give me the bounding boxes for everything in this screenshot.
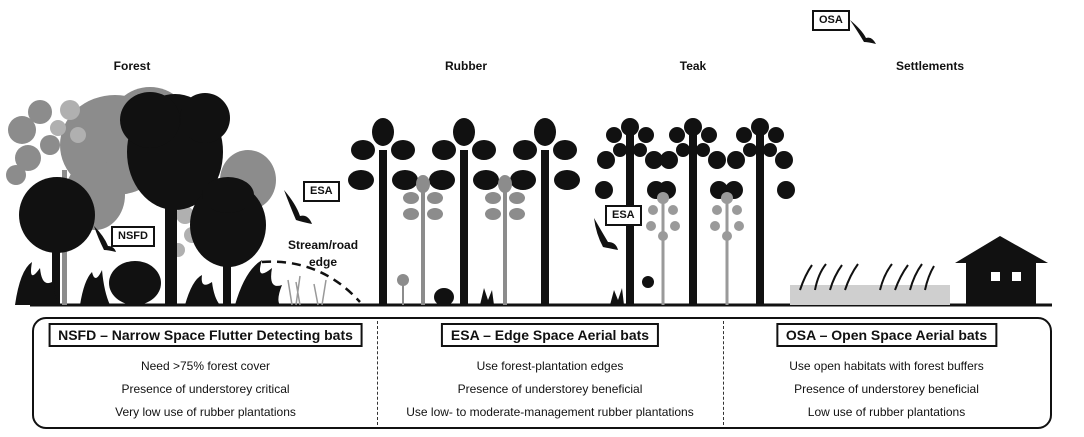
bat-nsfd-icon [94,226,116,252]
column-divider [723,321,724,425]
bat-esa-edge-icon [284,190,312,224]
guild-column-osa: OSA – Open Space Aerial bats Use open ha… [723,319,1050,427]
forest-black-trees-icon [19,92,266,305]
edge-grass-icon [287,275,327,306]
guild-point: Presence of understorey beneficial [457,382,643,396]
guild-title-osa: OSA – Open Space Aerial bats [775,323,998,347]
guild-points-osa: Use open habitats with forest buffers Pr… [723,355,1050,424]
guild-title-esa: ESA – Edge Space Aerial bats [440,323,660,347]
tag-osa: OSA [812,10,850,31]
guild-points-nsfd: Need >75% forest cover Presence of under… [34,355,377,424]
bat-esa-teak-icon [594,218,618,250]
landscape-illustration [6,20,1052,307]
forest-understorey-icon [15,260,282,305]
guild-column-nsfd: NSFD – Narrow Space Flutter Detecting ba… [34,319,377,427]
guild-column-esa: ESA – Edge Space Aerial bats Use forest-… [377,319,723,427]
edge-label-line1: Stream/road [288,238,359,252]
guild-point: Use forest-plantation edges [476,359,624,373]
tag-esa-edge: ESA [303,181,340,202]
guild-summary-panel: NSFD – Narrow Space Flutter Detecting ba… [32,317,1052,429]
rubber-young-trees-icon [397,175,525,305]
rubber-trees-icon [348,118,580,305]
tag-nsfd: NSFD [111,226,155,247]
habitat-label-rubber: Rubber [445,59,487,73]
guild-point: Need >75% forest cover [140,359,271,373]
guild-point: Presence of understorey beneficial [794,382,979,396]
rubber-understorey-icon [434,288,494,306]
habitat-label-teak: Teak [679,59,707,73]
house-icon [955,236,1048,305]
guild-point: Presence of understorey critical [121,382,290,396]
tag-esa-teak: ESA [605,205,642,226]
crop-field-icon [790,263,950,305]
guild-point: Use low- to moderate-management rubber p… [406,405,694,419]
edge-label-line2: edge [309,255,338,269]
guild-point: Low use of rubber plantations [807,405,966,419]
habitat-label-settlements: Settlements [895,59,965,73]
column-divider [377,321,378,425]
guild-point: Use open habitats with forest buffers [789,359,984,373]
teak-young-trees-icon [646,192,744,305]
bat-osa-icon [850,20,876,44]
stream-road-edge-line [261,260,361,303]
guild-point: Very low use of rubber plantations [115,405,296,419]
guild-points-esa: Use forest-plantation edges Presence of … [377,355,723,424]
guild-title-nsfd: NSFD – Narrow Space Flutter Detecting ba… [48,323,363,347]
stream-road-edge-label: Stream/road edge [288,237,358,271]
habitat-label-forest: Forest [113,59,151,73]
